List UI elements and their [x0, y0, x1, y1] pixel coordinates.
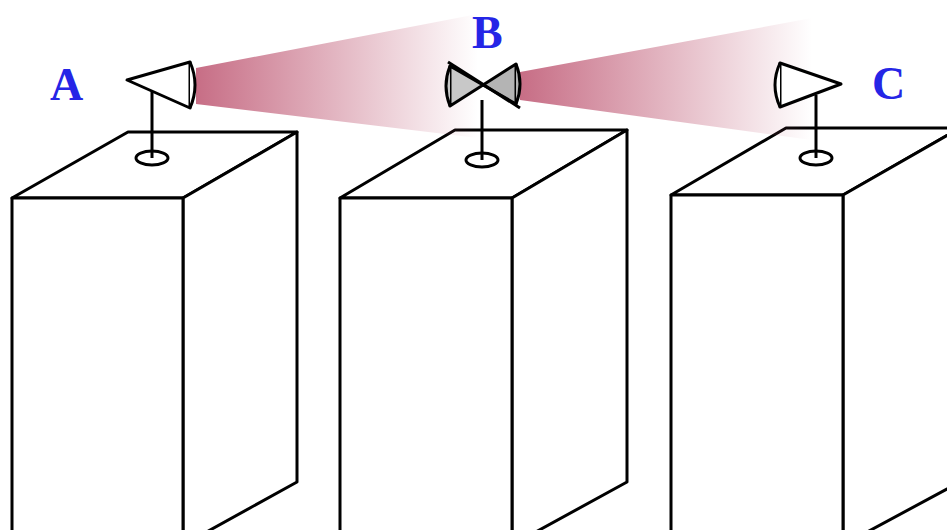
radio-beam	[520, 18, 812, 140]
building	[12, 132, 297, 530]
site-label: B	[472, 10, 503, 56]
radio-beam	[196, 14, 478, 138]
relay-antenna	[446, 62, 520, 167]
site-label: C	[872, 61, 905, 107]
building	[340, 130, 627, 530]
horn-antenna	[775, 63, 841, 165]
horn-antenna	[127, 62, 195, 165]
site-label: A	[50, 62, 83, 108]
building	[671, 128, 947, 530]
